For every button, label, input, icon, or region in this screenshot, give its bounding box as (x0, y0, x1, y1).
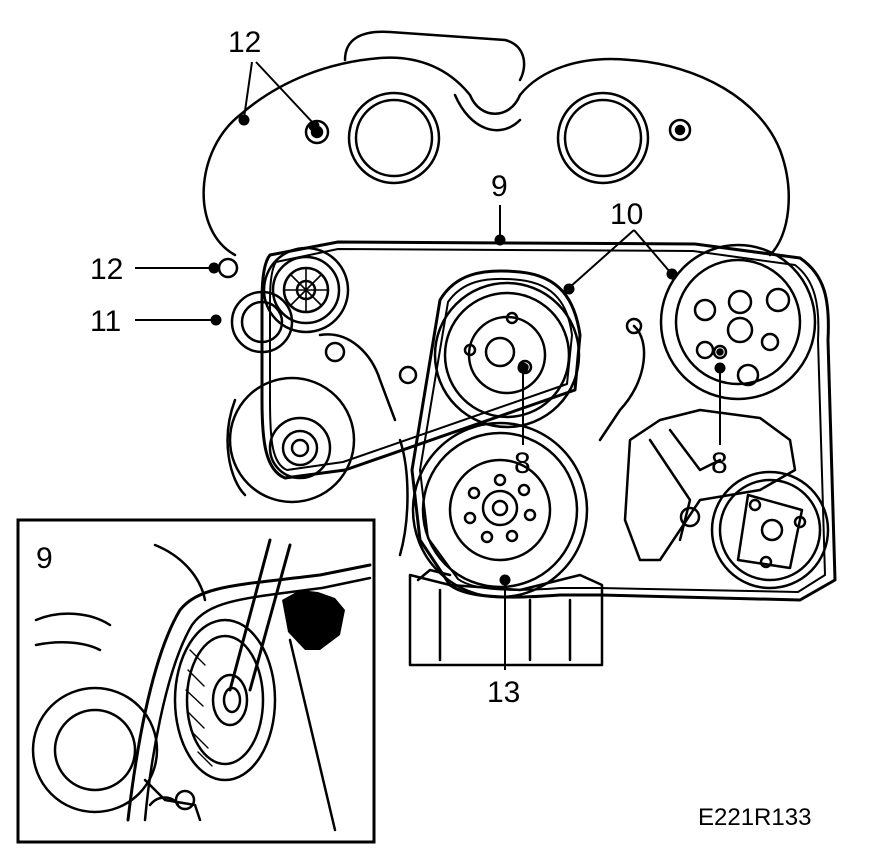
callout-8-right: 8 (711, 447, 728, 480)
inset-label: 9 (36, 542, 53, 575)
alternator-pulley-hub (281, 429, 319, 467)
inset-belt-inner (143, 576, 372, 822)
alternator-bracket (318, 333, 397, 422)
inset-lower-bolt (174, 789, 196, 811)
compressor-bracket-rib-1 (648, 438, 692, 542)
power-steering-hole-6 (760, 332, 780, 352)
power-steering-hole-3 (765, 287, 791, 313)
inset-tensioner-pulley-ring (185, 634, 265, 766)
inset-tensioner-hatching (185, 649, 213, 767)
engine-top-bracket (343, 30, 526, 82)
callout-9: 9 (491, 170, 508, 203)
inset-belt-strap (228, 538, 292, 692)
tensioner-pulley-spokes (283, 267, 329, 313)
inset-engine-edge (288, 638, 337, 832)
bracket-arm (598, 324, 646, 442)
power-steering-bolt (712, 344, 728, 360)
crankshaft-pulley-hub (481, 489, 519, 527)
compressor-bracket-rib-2 (668, 428, 722, 472)
power-steering-hole-2 (693, 298, 717, 322)
alternator-body (228, 376, 356, 504)
inset-background-contour-3 (34, 641, 102, 652)
camshaft-opening-left (347, 91, 441, 185)
oil-pan (408, 573, 604, 667)
camshaft-opening-left-inner (354, 98, 434, 178)
power-steering-hole-4 (726, 316, 754, 344)
alternator-pulley-center (290, 438, 310, 458)
power-steering-bolt-head (716, 348, 724, 356)
inset-frame (16, 518, 376, 844)
crankshaft-pulley-rim (421, 431, 579, 589)
tensioner-pulley-ring (271, 255, 341, 325)
inset-black-tab (282, 590, 345, 650)
water-pump-pulley-inner (467, 315, 547, 395)
water-pump-bolt-2 (463, 343, 477, 357)
bracket-bolt-left (217, 257, 239, 279)
ac-compressor-clutch-plate (736, 493, 804, 570)
ac-compressor-hub (760, 518, 784, 542)
inset-background-contour-2 (34, 612, 112, 627)
bracket-stud (625, 317, 643, 335)
inset-tensioner-pulley (173, 618, 277, 782)
ac-compressor-rim (718, 478, 822, 582)
alternator-bracket-bolt (398, 365, 418, 385)
ac-compressor-bolt-1 (748, 498, 762, 512)
callout-11: 11 (90, 305, 121, 338)
ac-compressor-bolt-2 (793, 515, 807, 529)
ac-compressor-outer (710, 470, 830, 590)
callout-12-left: 12 (90, 253, 123, 286)
compressor-bracket-bolt (679, 506, 701, 528)
crankshaft-pulley-center (491, 499, 509, 517)
crankshaft-pulley-bolts (463, 473, 537, 544)
callout-12-top: 12 (228, 26, 261, 59)
cover-bolt-right (668, 118, 692, 142)
water-pump-pulley-hub (484, 336, 516, 368)
crankshaft-pulley-face (448, 458, 552, 562)
water-pump-bolt-1 (505, 311, 519, 325)
callout-10: 10 (610, 198, 643, 231)
power-steering-hole-1 (727, 289, 753, 315)
alternator-pulley-outer (268, 416, 332, 480)
figure-code: E221R133 (698, 804, 811, 831)
callout-leaders (135, 61, 726, 670)
drive-belt-inner (269, 248, 826, 593)
callout-13: 13 (487, 676, 520, 709)
power-steering-pulley-outer (659, 243, 817, 401)
cover-bolt-left (304, 119, 330, 145)
cover-bolt-right-head (674, 124, 686, 136)
drive-belt-outer (260, 240, 837, 602)
engine-timing-cover (202, 56, 790, 257)
inset-alternator-arc-inner (53, 708, 137, 792)
camshaft-opening-right-inner (563, 98, 643, 178)
compressor-bracket (623, 408, 797, 562)
callout-8-left: 8 (514, 447, 531, 480)
power-steering-hole-7 (736, 363, 760, 387)
power-steering-pulley-face (674, 258, 802, 386)
ac-compressor-bolt-3 (759, 555, 773, 569)
inset-detail: 9 (16, 518, 376, 844)
inset-belt-outer (126, 563, 372, 822)
power-steering-hole-5 (695, 340, 715, 360)
inset-tensioner-hub (211, 673, 249, 727)
alternator-bracket-hole (324, 341, 346, 363)
camshaft-opening-right (556, 91, 650, 185)
cover-inner-rib (453, 93, 522, 132)
drive-belt (260, 240, 837, 602)
inset-alternator-arc (31, 686, 159, 814)
